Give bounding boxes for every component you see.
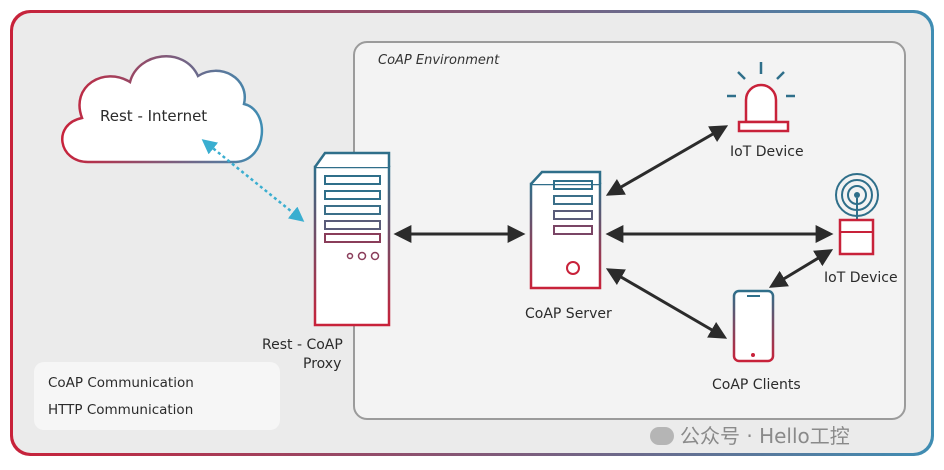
server-label: CoAP Server (525, 306, 612, 322)
legend-coap-label: CoAP Communication (48, 375, 194, 391)
cloud-proxy-arrow (201, 139, 305, 222)
proxy-server-icon (313, 151, 391, 327)
alarm-light-icon (727, 62, 795, 133)
legend: CoAP Communication HTTP Communication (34, 362, 280, 430)
coap-environment-label: CoAP Environment (378, 53, 500, 68)
cloud-icon (61, 55, 264, 164)
watermark-text: 公众号 · Hello工控 (680, 424, 850, 448)
iot-device-2-label: IoT Device (824, 270, 898, 286)
cloud-label: Rest - Internet (100, 107, 208, 125)
iot-device-1-label: IoT Device (730, 144, 804, 160)
server-iot1-arrow (605, 125, 729, 196)
smartphone-icon (732, 289, 775, 363)
proxy-label-line2: Proxy (303, 356, 342, 372)
wechat-icon (650, 427, 674, 445)
legend-http-label: HTTP Communication (48, 402, 194, 418)
sensor-device-icon (835, 173, 879, 256)
coap-server-icon (529, 170, 602, 290)
clients-iot2-arrow (768, 249, 834, 288)
proxy-label-line1: Rest - CoAP (262, 337, 343, 353)
clients-label: CoAP Clients (712, 377, 801, 393)
watermark: 公众号 · Hello工控 (650, 420, 850, 449)
server-clients-arrow (605, 268, 728, 339)
